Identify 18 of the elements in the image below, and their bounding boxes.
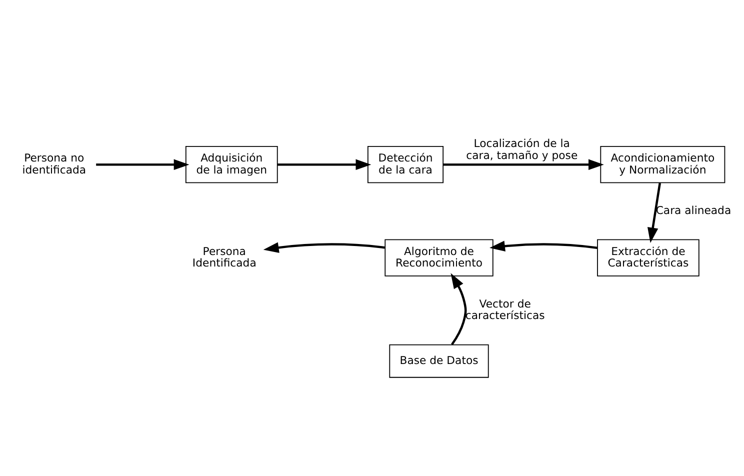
arrow bbox=[263, 242, 385, 252]
edge-label: Localización de la cara, tamaño y pose bbox=[466, 136, 578, 162]
arrow bbox=[277, 158, 372, 170]
node-text: Persona no identificada bbox=[22, 150, 86, 176]
arrow bbox=[490, 240, 598, 251]
edge-label: Cara alineada bbox=[656, 204, 732, 217]
node-box: Extracción de Características bbox=[597, 238, 700, 276]
arrow bbox=[647, 182, 662, 243]
node-box: Base de Datos bbox=[389, 344, 489, 378]
node-box: Acondicionamiento y Normalización bbox=[600, 146, 726, 183]
node-text: Persona Identificada bbox=[192, 244, 256, 270]
node-box: Detección de la cara bbox=[367, 146, 444, 183]
node-box: Adquisición de la imagen bbox=[185, 146, 278, 183]
arrow bbox=[450, 272, 467, 345]
node-box: Algoritmo de Reconocimiento bbox=[384, 238, 494, 276]
edge-label: Vector de características bbox=[465, 296, 545, 322]
arrow bbox=[96, 158, 190, 170]
arrow bbox=[443, 158, 604, 170]
